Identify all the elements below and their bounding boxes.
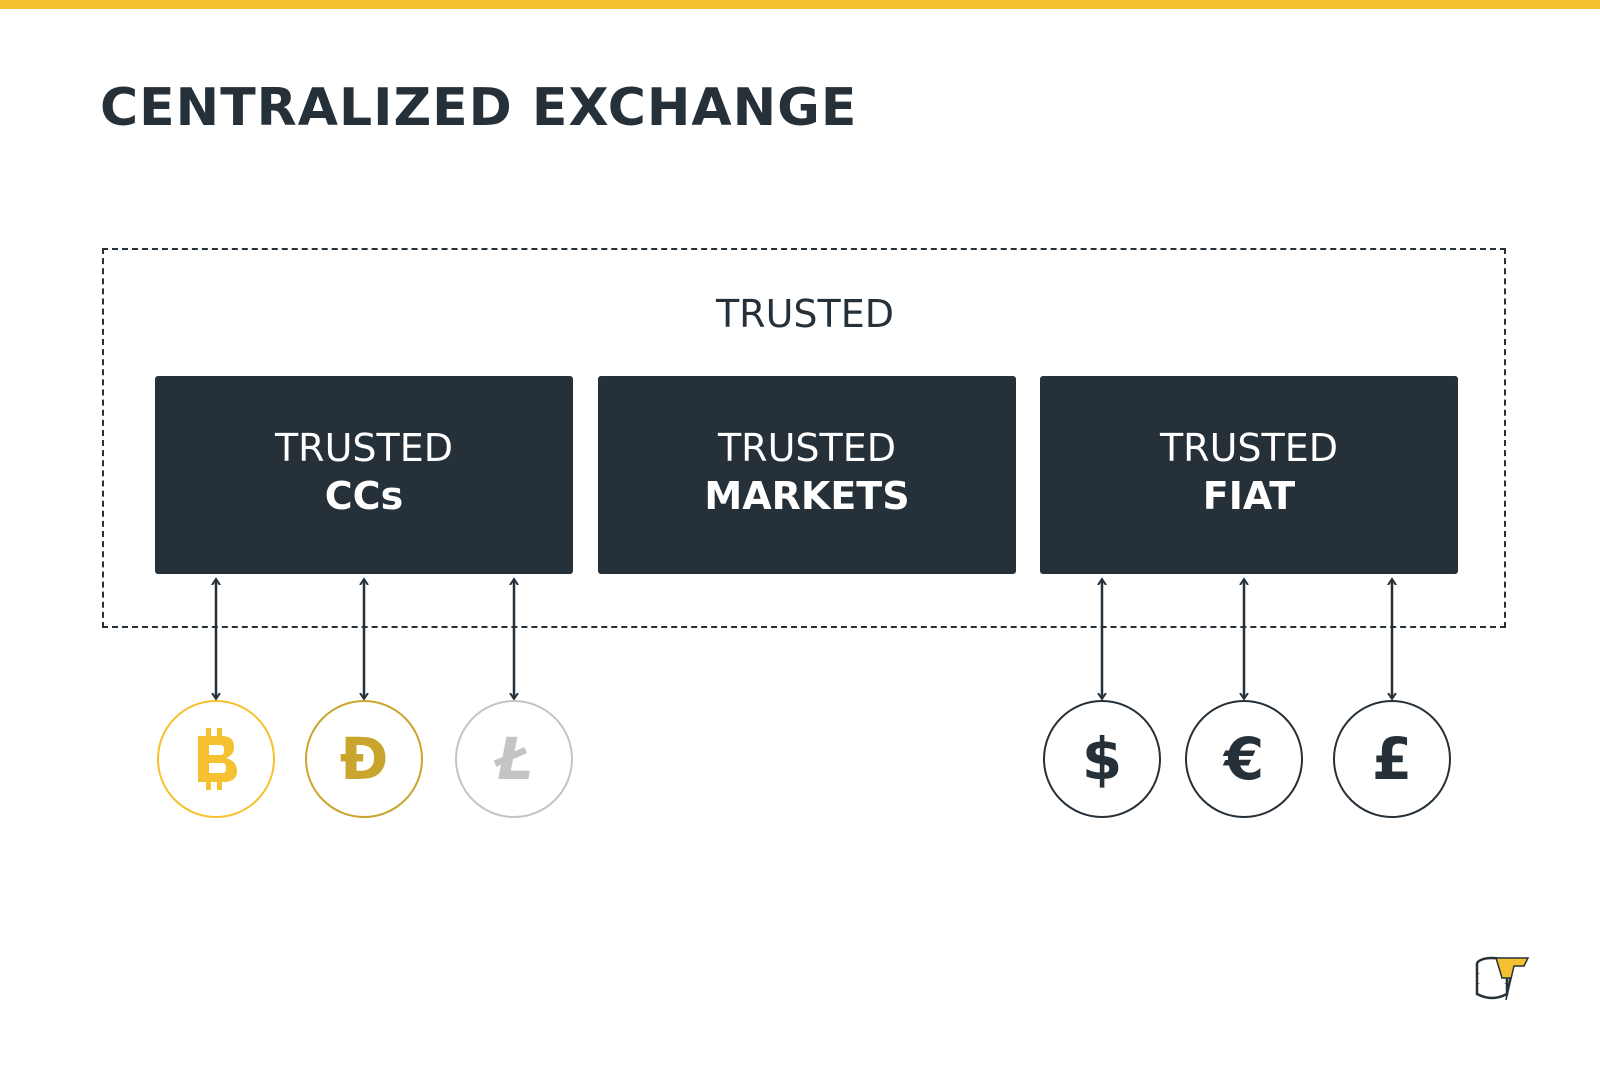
bitcoin-icon <box>157 700 275 818</box>
trusted-boundary <box>102 248 1506 628</box>
dollar-icon: $ <box>1043 700 1161 818</box>
euro-icon: € <box>1185 700 1303 818</box>
block-trusted-fiat: TRUSTED FIAT <box>1040 376 1458 574</box>
block-trusted-markets: TRUSTED MARKETS <box>598 376 1016 574</box>
block-markets-line1: TRUSTED <box>717 426 897 470</box>
trusted-boundary-label: TRUSTED <box>715 292 895 336</box>
page-title: CENTRALIZED EXCHANGE <box>100 78 858 138</box>
pound-symbol: £ <box>1371 725 1413 793</box>
dollar-symbol: $ <box>1081 725 1123 793</box>
block-trusted-ccs: TRUSTED CCs <box>155 376 573 574</box>
block-fiat-line2: FIAT <box>1202 474 1296 518</box>
bitcoin-glyph <box>198 728 237 790</box>
euro-symbol: € <box>1223 725 1265 793</box>
top-accent-bar <box>0 0 1600 9</box>
pound-icon: £ <box>1333 700 1451 818</box>
litecoin-icon: Ł <box>455 700 573 818</box>
dogecoin-symbol: Đ <box>339 725 389 793</box>
block-fiat-line1: TRUSTED <box>1159 426 1339 470</box>
block-ccs-line1: TRUSTED <box>274 426 454 470</box>
litecoin-symbol: Ł <box>494 725 534 793</box>
dogecoin-icon: Đ <box>305 700 423 818</box>
block-markets-line2: MARKETS <box>704 474 910 518</box>
brand-logo-icon <box>1475 956 1530 1001</box>
block-ccs-line2: CCs <box>324 474 404 518</box>
